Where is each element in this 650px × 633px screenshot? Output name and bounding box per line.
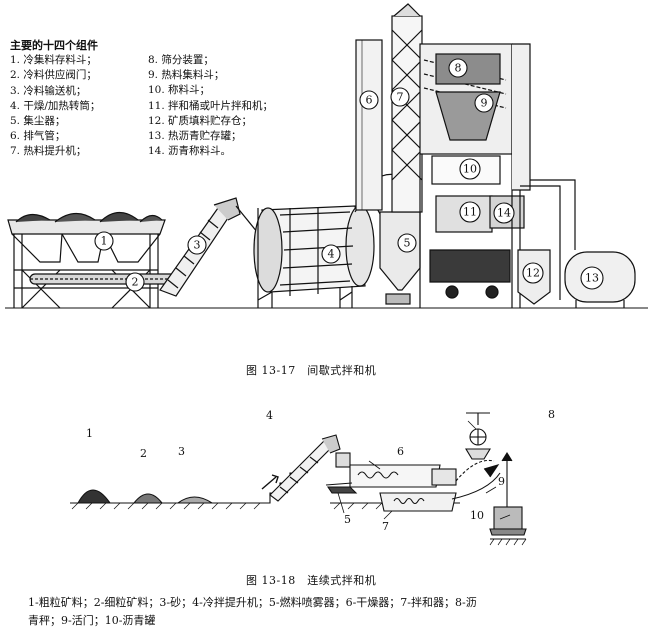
legend-item: 2. 冷料供应阀门； [10, 69, 97, 82]
callout-13: 13 [585, 272, 599, 285]
callout-9: 9 [481, 97, 488, 110]
legend-item: 6. 排气管； [10, 130, 66, 143]
callout-11: 11 [463, 206, 477, 219]
continuous-mixer-diagram: 1 2 3 4 5 6 7 8 9 10 [70, 408, 555, 546]
legend-item: 11. 拌和桶或叶片拌和机； [148, 99, 274, 112]
callout-1: 1 [101, 235, 108, 248]
continuous-cold-elevator [261, 434, 351, 502]
label-2: 2 [140, 447, 147, 460]
callout-4: 4 [328, 248, 335, 261]
legend-item: 13. 热沥青贮存罐； [148, 130, 242, 143]
continuous-mixer-legend: 1-粗粒矿料；2-细粒矿料；3-砂；4-冷拌提升机；5-燃料喷雾器；6-干燥器；… [28, 594, 628, 630]
pugmill-mixer [379, 492, 457, 512]
label-3: 3 [178, 445, 185, 458]
coarse-aggregate-pile [77, 489, 112, 504]
callout-6: 6 [366, 94, 373, 107]
hot-elevator [391, 3, 423, 213]
label-4: 4 [266, 409, 273, 422]
legend-item: 12. 矿质填料贮存仓； [148, 114, 253, 127]
exhaust-stack [355, 39, 413, 212]
continuous-asphalt-tank [489, 506, 527, 546]
figure-13-18-caption: 图 13-18 连续式拌和机 [246, 574, 377, 587]
label-10: 10 [470, 509, 484, 522]
sand-pile [176, 496, 214, 504]
legend-item: 14. 沥青称料斗。 [148, 145, 232, 158]
legend-title: 主要的十四个组件 [10, 39, 98, 52]
legend-item: 10. 称料斗； [148, 84, 211, 97]
legend-line-2: 青秤；9-活门；10-沥青罐 [28, 614, 156, 627]
legend-item: 3. 冷料输送机； [10, 84, 87, 97]
callout-3: 3 [194, 239, 201, 252]
label-7: 7 [382, 520, 389, 533]
fine-aggregate-pile [132, 493, 164, 504]
legend-line-1: 1-粗粒矿料；2-细粒矿料；3-砂；4-冷拌提升机；5-燃料喷雾器；6-干燥器；… [28, 596, 477, 609]
callout-5: 5 [404, 237, 411, 250]
callout-14: 14 [497, 207, 511, 220]
asphalt-scale [465, 412, 491, 460]
label-6: 6 [397, 445, 404, 458]
label-5: 5 [344, 513, 351, 526]
callout-10: 10 [463, 163, 477, 176]
figure-13-17-caption: 图 13-17 间歇式拌和机 [246, 364, 377, 377]
callout-12: 12 [526, 267, 540, 280]
label-9: 9 [498, 475, 505, 488]
continuous-dryer [349, 464, 457, 488]
legend-item: 1. 冷集料存料斗； [10, 54, 97, 67]
callout-8: 8 [455, 62, 462, 75]
burner [325, 482, 358, 494]
legend-item: 9. 热料集料斗； [148, 69, 225, 82]
callout-7: 7 [397, 91, 404, 104]
legend-item: 4. 干燥/加热转筒； [10, 99, 101, 112]
legend-item: 7. 热料提升机； [10, 145, 87, 158]
legend-item: 8. 筛分装置； [148, 54, 214, 66]
dryer-drum [253, 205, 375, 308]
label-8: 8 [548, 408, 555, 421]
batch-mixer-legend-left: 主要的十四个组件 1. 冷集料存料斗； 2. 冷料供应阀门； 3. 冷料输送机；… [10, 38, 100, 160]
callout-2: 2 [132, 276, 139, 289]
batch-mixer-callouts: 1 2 3 4 5 6 7 8 9 10 11 14 12 13 [94, 58, 604, 292]
batch-mixer-legend-right: 8. 筛分装置； 9. 热料集料斗； 10. 称料斗； 11. 拌和桶或叶片拌和… [148, 53, 273, 159]
label-1: 1 [86, 427, 93, 440]
legend-item: 5. 集尘器； [10, 115, 66, 128]
